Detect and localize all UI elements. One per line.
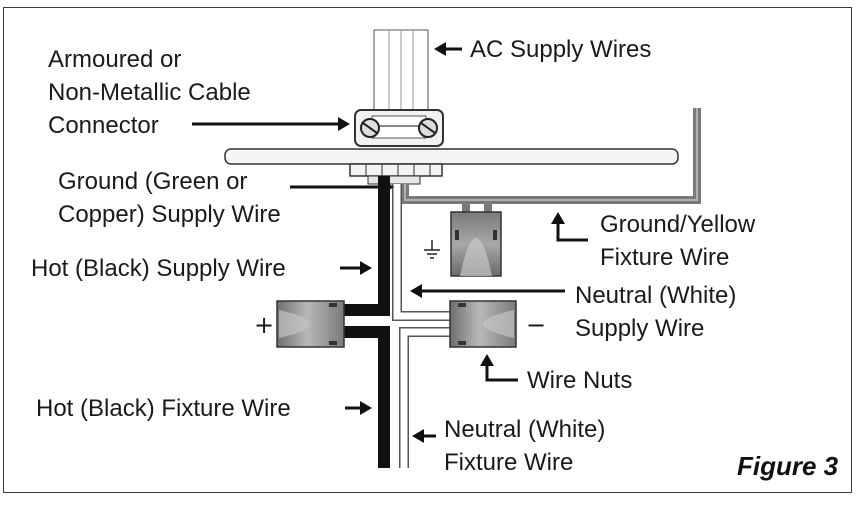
label-ac-supply: AC Supply Wires <box>470 36 651 63</box>
figure-frame <box>3 7 852 493</box>
figure-caption: Figure 3 <box>737 451 839 481</box>
label-neutral-supply-line1: Neutral (White) <box>575 282 736 309</box>
neutral-wires <box>392 184 450 468</box>
arrow-ac-supply <box>434 42 462 56</box>
arrow-wire-nuts <box>480 354 518 382</box>
hot-wire-nut <box>276 300 345 348</box>
ground-icon <box>424 240 440 259</box>
connector-locknut <box>349 163 443 185</box>
label-wire-nuts: Wire Nuts <box>527 367 632 394</box>
arrow-hot-fixture <box>345 401 372 415</box>
arrow-ground-supply <box>290 180 394 194</box>
label-connector-line1: Armoured or <box>48 46 181 73</box>
mounting-plate <box>224 148 679 165</box>
arrow-neutral-supply <box>410 284 565 298</box>
label-minus: − <box>526 311 546 339</box>
label-neutral-supply-line2: Supply Wire <box>575 315 704 342</box>
arrow-hot-supply <box>340 261 372 275</box>
label-ground-fixture-line2: Fixture Wire <box>600 244 729 271</box>
label-connector-line3: Connector <box>48 112 159 139</box>
arrow-ground-fixture <box>551 212 588 242</box>
label-ground-supply-line2: Copper) Supply Wire <box>58 201 281 228</box>
arrow-connector <box>192 117 350 131</box>
arrow-neutral-fixture <box>412 429 436 443</box>
label-ground-fixture-line1: Ground/Yellow <box>600 211 756 238</box>
neutral-wire-nut <box>449 300 517 348</box>
label-hot-supply: Hot (Black) Supply Wire <box>31 255 286 282</box>
hot-wires <box>344 176 390 468</box>
label-plus: + <box>254 311 274 339</box>
ground-wire <box>401 108 701 212</box>
cable-connector <box>354 109 444 147</box>
label-neutral-fixture-line1: Neutral (White) <box>444 416 605 443</box>
callout-arrows <box>192 42 588 443</box>
label-neutral-fixture-line2: Fixture Wire <box>444 449 573 476</box>
label-connector-line2: Non-Metallic Cable <box>48 79 251 106</box>
label-ground-supply-line1: Ground (Green or <box>58 168 247 195</box>
ground-wire-nut <box>450 211 502 277</box>
label-hot-fixture: Hot (Black) Fixture Wire <box>36 395 291 422</box>
